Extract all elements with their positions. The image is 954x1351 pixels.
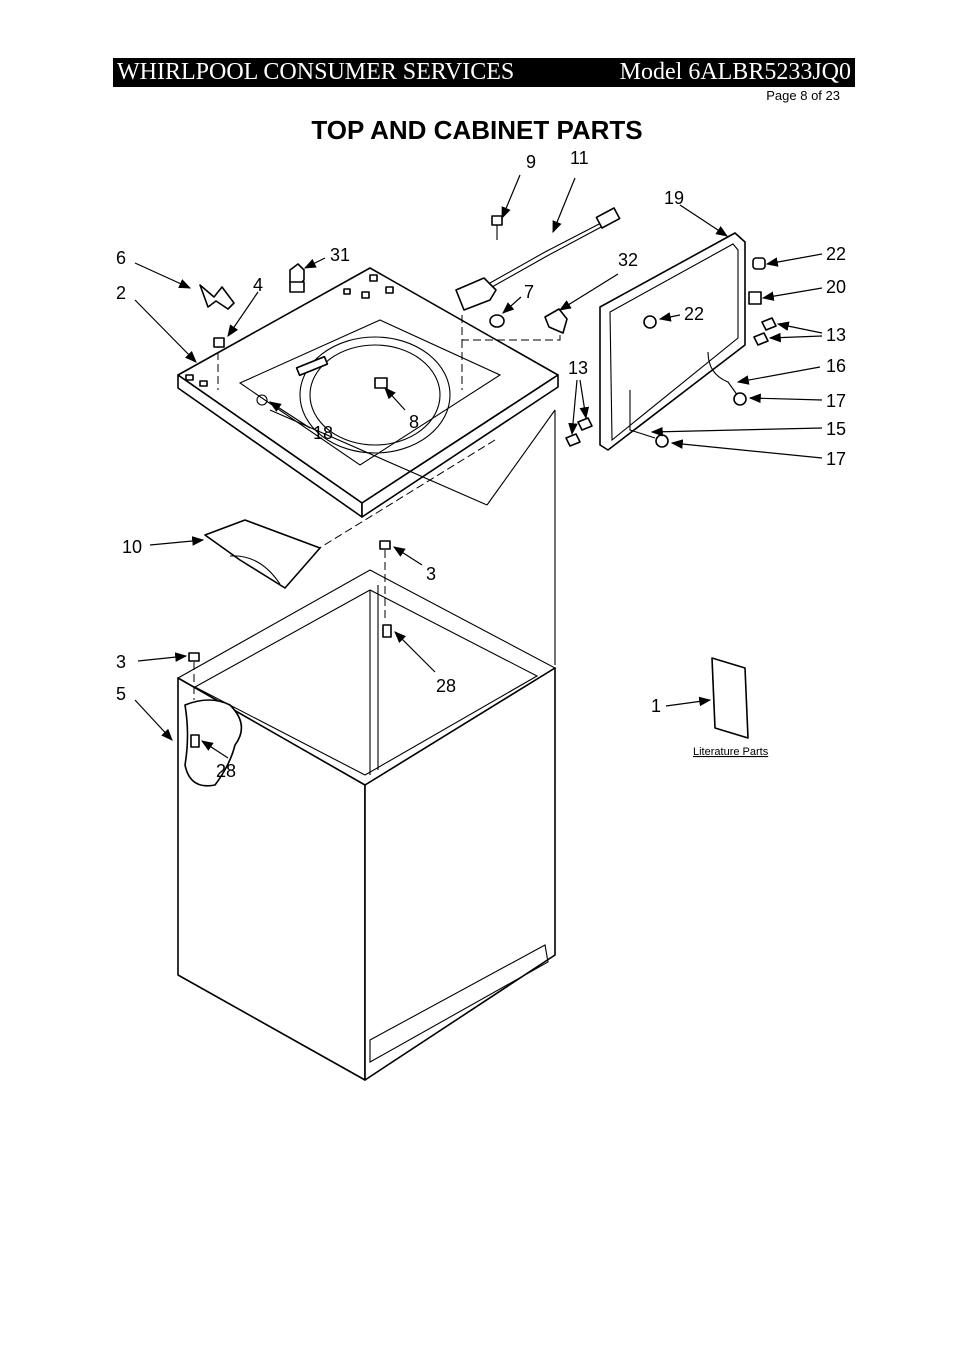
callout-16: 16 (826, 356, 846, 376)
console-panel (565, 232, 777, 451)
callout-18: 18 (313, 423, 333, 443)
callout-9: 9 (526, 152, 536, 172)
callout-2: 2 (116, 283, 126, 303)
callout-22-mid: 22 (684, 304, 704, 324)
cabinet (176, 540, 557, 1081)
lid-switch-assembly (455, 207, 621, 311)
callout-10: 10 (122, 537, 142, 557)
clip-part-6 (199, 284, 235, 310)
callout-7: 7 (524, 282, 534, 302)
callout-11: 11 (570, 148, 589, 168)
callout-13-right: 13 (826, 325, 846, 345)
callout-19: 19 (664, 188, 684, 208)
callout-3-right: 3 (426, 564, 436, 584)
nut-part-7 (489, 314, 505, 328)
company-name: WHIRLPOOL CONSUMER SERVICES (117, 59, 515, 85)
callout-3-left: 3 (116, 652, 126, 672)
callout-28-left: 28 (216, 761, 236, 781)
callout-17-bottom: 17 (826, 449, 846, 469)
callout-4: 4 (253, 275, 263, 295)
washer-top-panel (177, 267, 559, 518)
page-title: TOP AND CABINET PARTS (311, 115, 643, 145)
callout-13-left: 13 (568, 358, 588, 378)
callout-1: 1 (651, 696, 661, 716)
switch-part-32 (544, 308, 568, 334)
callout-32: 32 (618, 250, 638, 270)
header-bar: WHIRLPOOL CONSUMER SERVICES Model 6ALBR5… (113, 58, 855, 87)
screw-part-8 (374, 377, 388, 389)
model-number: Model 6ALBR5233JQ0 (619, 59, 851, 85)
bolt-part-4 (213, 337, 225, 348)
callout-6: 6 (116, 248, 126, 268)
callout-15: 15 (826, 419, 846, 439)
clip-part-31 (289, 263, 305, 293)
callout-17-top: 17 (826, 391, 846, 411)
screw-part-9 (491, 215, 503, 240)
bracket-part-10 (204, 519, 321, 589)
callout-22-top: 22 (826, 244, 846, 264)
callout-20: 20 (826, 277, 846, 297)
literature-booklet (711, 657, 749, 739)
callout-28-right: 28 (436, 676, 456, 696)
callout-8: 8 (409, 412, 419, 432)
callout-31: 31 (330, 245, 350, 265)
callout-5: 5 (116, 684, 126, 704)
literature-label: Literature Parts (693, 746, 769, 758)
page-number: Page 8 of 23 (766, 88, 840, 103)
